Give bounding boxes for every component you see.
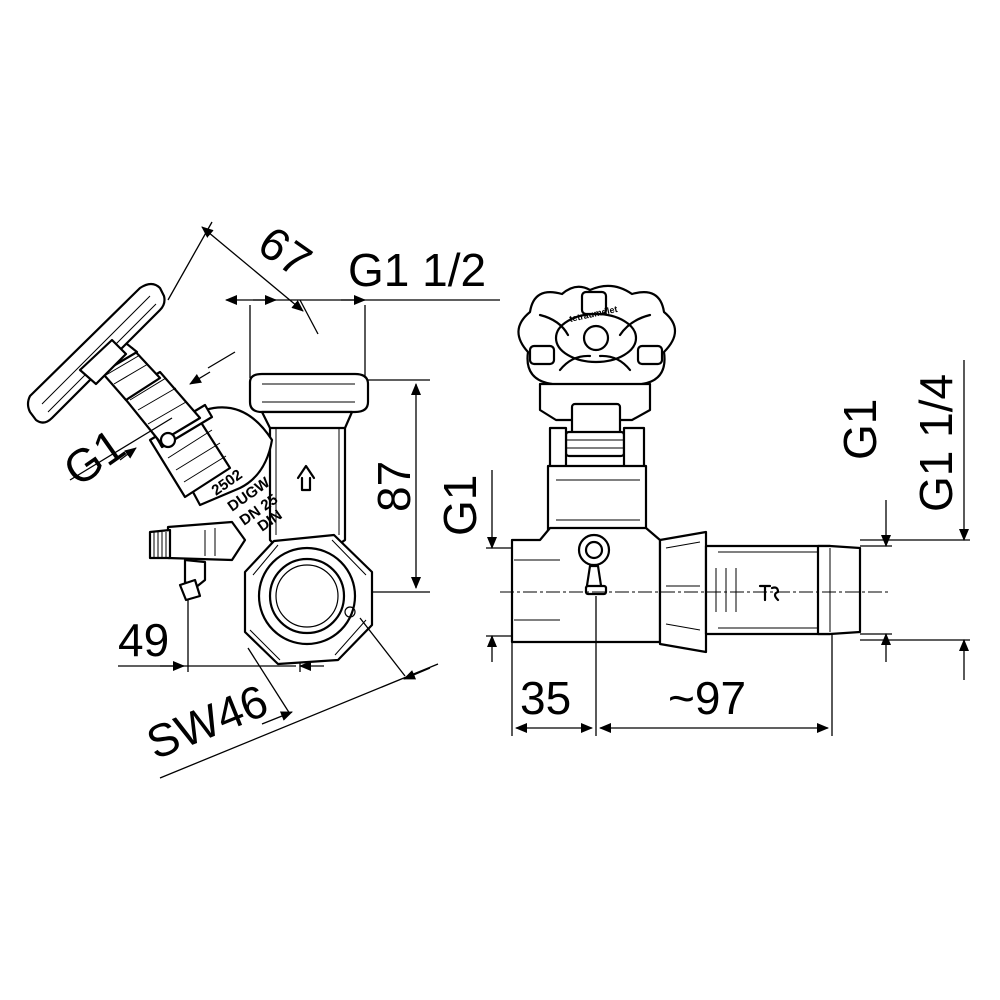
hex-nut [243, 533, 374, 666]
drain-cock[interactable] [148, 520, 247, 602]
right-valve-view: tetraumdlet [434, 284, 970, 736]
dim-sw46: SW46 [139, 674, 275, 769]
dim-g1-1-4: G1 1/4 [910, 374, 962, 512]
dim-97: ~97 [668, 672, 746, 724]
bonnet-side [538, 382, 652, 472]
left-valve-view: 2502 DUGW DN 25 DIN [26, 216, 500, 779]
union-and-tailpiece [658, 530, 862, 654]
dimension-lines-left [69, 221, 500, 779]
dim-g1-side-left: G1 [434, 475, 486, 536]
dim-67: 67 [249, 216, 321, 288]
valve-body [248, 372, 370, 554]
dim-87: 87 [368, 461, 420, 512]
dim-35: 35 [520, 672, 571, 724]
dim-49: 49 [118, 614, 169, 666]
dim-g1-branch: G1 [54, 418, 134, 496]
dimension-lines-right [486, 360, 970, 736]
valve-body-side [510, 464, 662, 644]
dim-g1-1-2: G1 1/2 [348, 244, 486, 296]
dim-g1-side-right: G1 [834, 399, 886, 460]
handwheel-right[interactable]: tetraumdlet [517, 284, 677, 396]
handwheel-left[interactable] [26, 282, 166, 424]
up-arrow-icon [296, 464, 316, 492]
